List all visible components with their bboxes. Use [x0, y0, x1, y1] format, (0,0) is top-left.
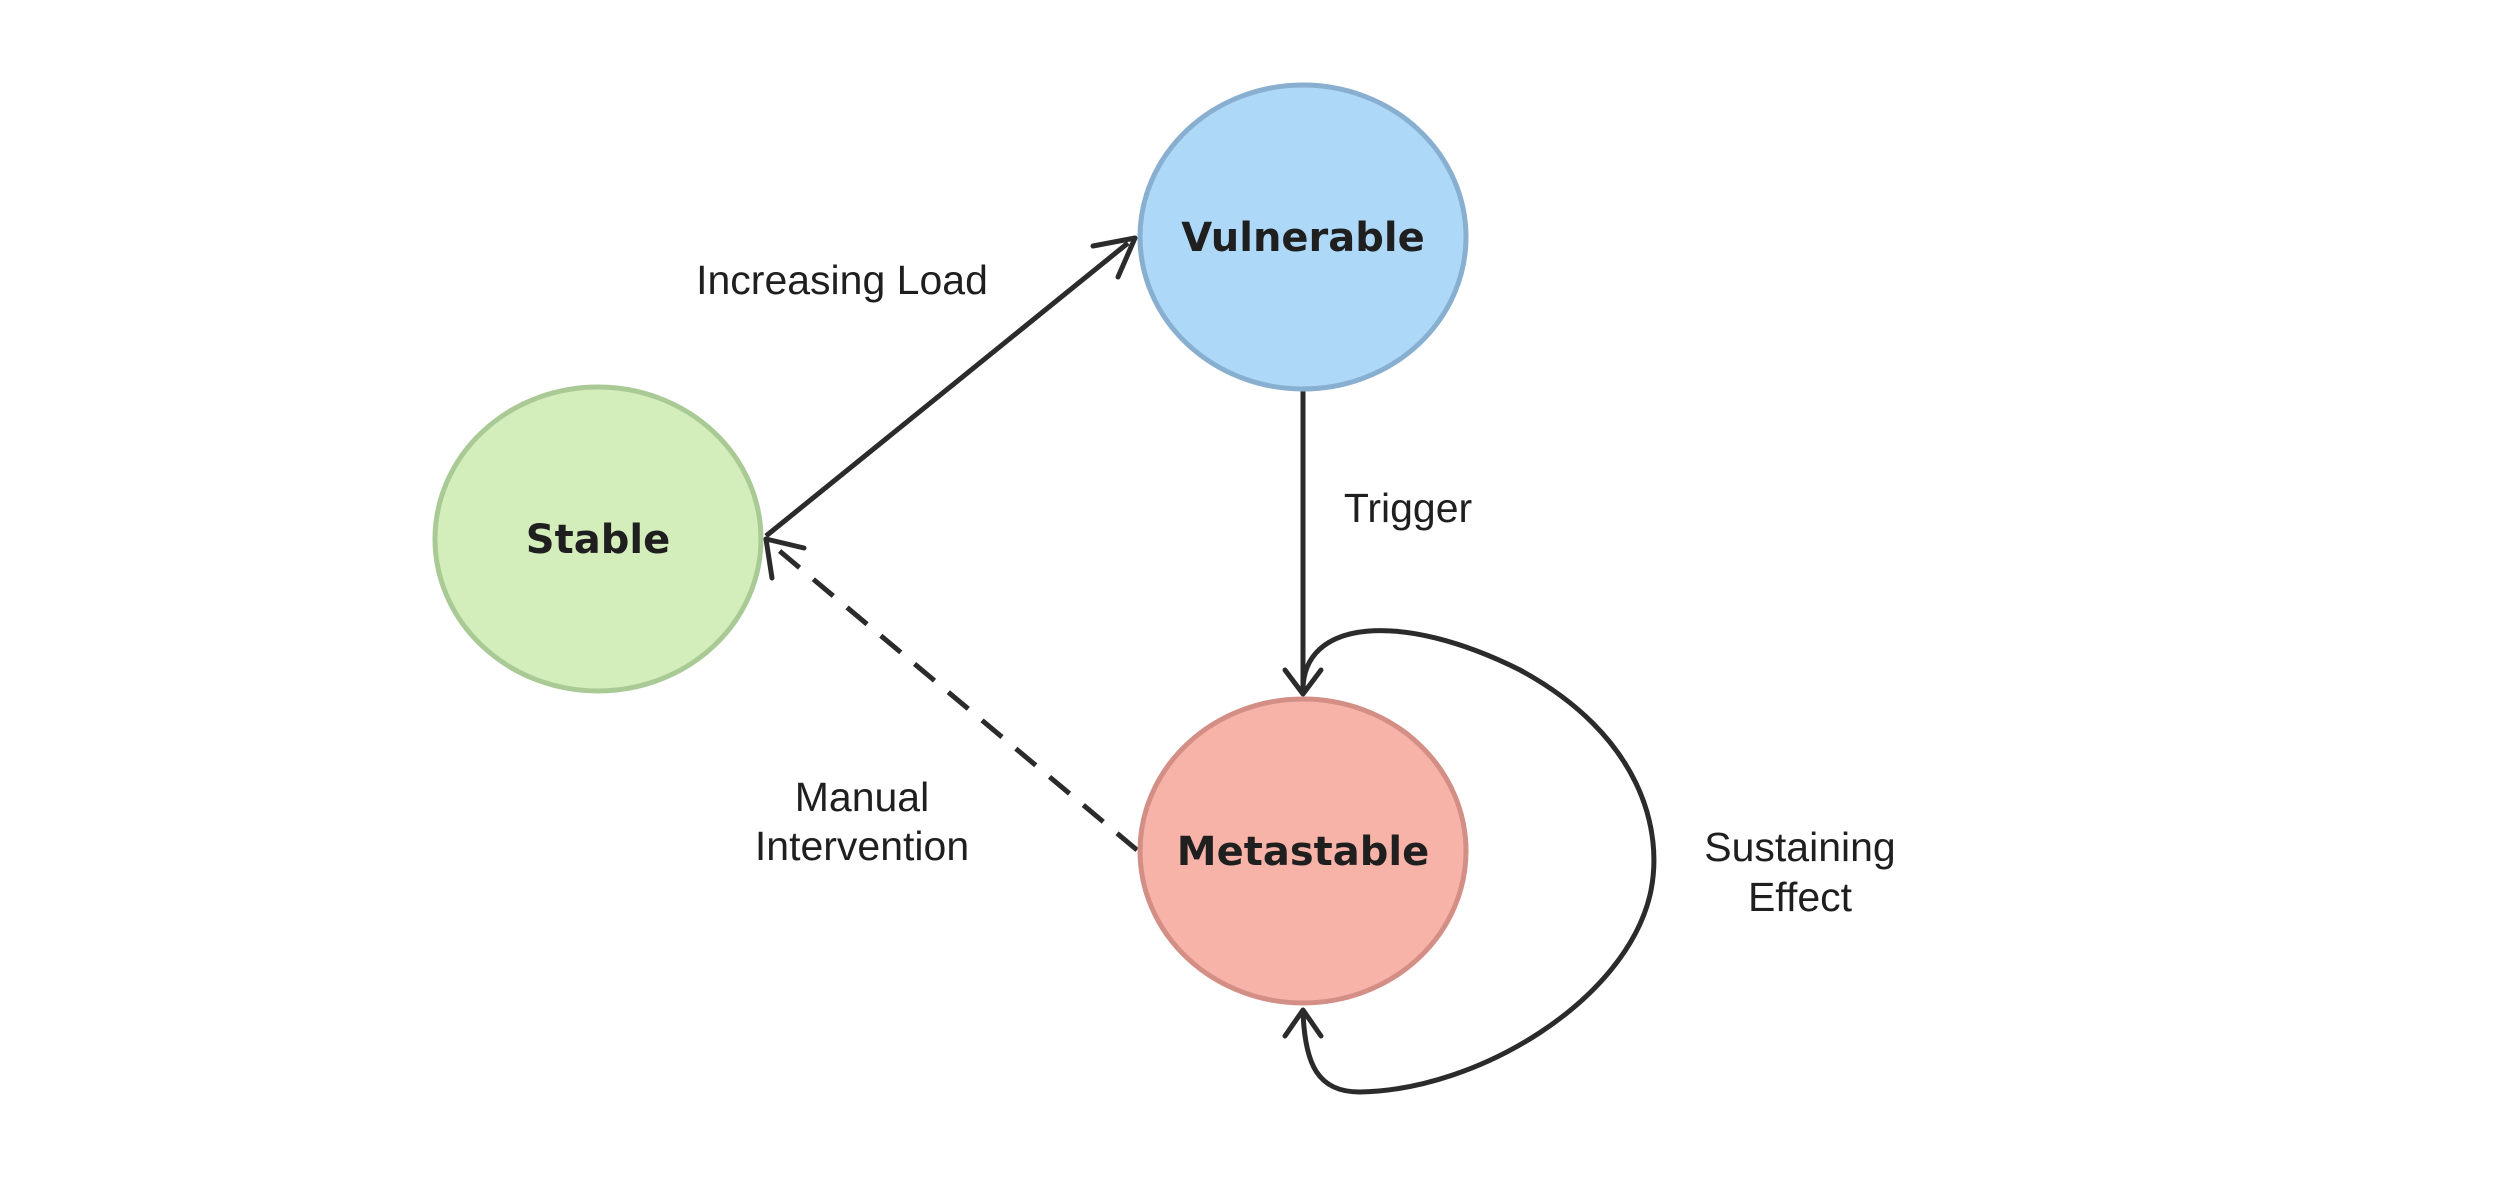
- edge-label-manual-intervention-line1: Manual: [795, 774, 929, 820]
- edge-sustaining-effect: [1282, 628, 1657, 1095]
- arrowhead-increasing-load: [1090, 235, 1138, 280]
- edge-label-increasing-load: Increasing Load: [696, 257, 988, 303]
- edge-increasing-load: [764, 235, 1138, 538]
- arrowhead-manual-intervention: [763, 536, 807, 581]
- arrowhead-sustaining-effect: [1282, 1007, 1324, 1039]
- node-vulnerable-border: [1137, 82, 1469, 392]
- edge-label-sustaining-effect-line1: Sustaining: [1704, 824, 1895, 870]
- edge-trigger: [1282, 390, 1324, 697]
- node-vulnerable-shape: [1140, 85, 1466, 389]
- edge-increasing-load-line: [764, 241, 1130, 538]
- node-stable-shape: [435, 387, 761, 691]
- node-metastable-label: Metastable: [1177, 829, 1429, 875]
- node-stable-label: Stable: [526, 517, 670, 563]
- edge-label-trigger: Trigger: [1344, 485, 1472, 531]
- node-vulnerable: Vulnerable: [1137, 82, 1469, 392]
- node-metastable: Metastable: [1137, 696, 1469, 1006]
- node-metastable-border: [1137, 696, 1469, 1006]
- edge-label-manual-intervention-line2: Intervention: [755, 823, 969, 869]
- node-metastable-shape: [1140, 699, 1466, 1003]
- arrowhead-trigger: [1282, 667, 1324, 697]
- edge-sustaining-effect-path: [1300, 628, 1657, 1095]
- node-stable-border: [432, 384, 764, 694]
- edge-manual-intervention: [763, 536, 1139, 852]
- node-vulnerable-label: Vulnerable: [1181, 215, 1425, 261]
- edge-manual-intervention-line: [768, 541, 1139, 852]
- node-stable: Stable: [432, 384, 764, 694]
- edge-label-sustaining-effect-line2: Effect: [1748, 874, 1853, 920]
